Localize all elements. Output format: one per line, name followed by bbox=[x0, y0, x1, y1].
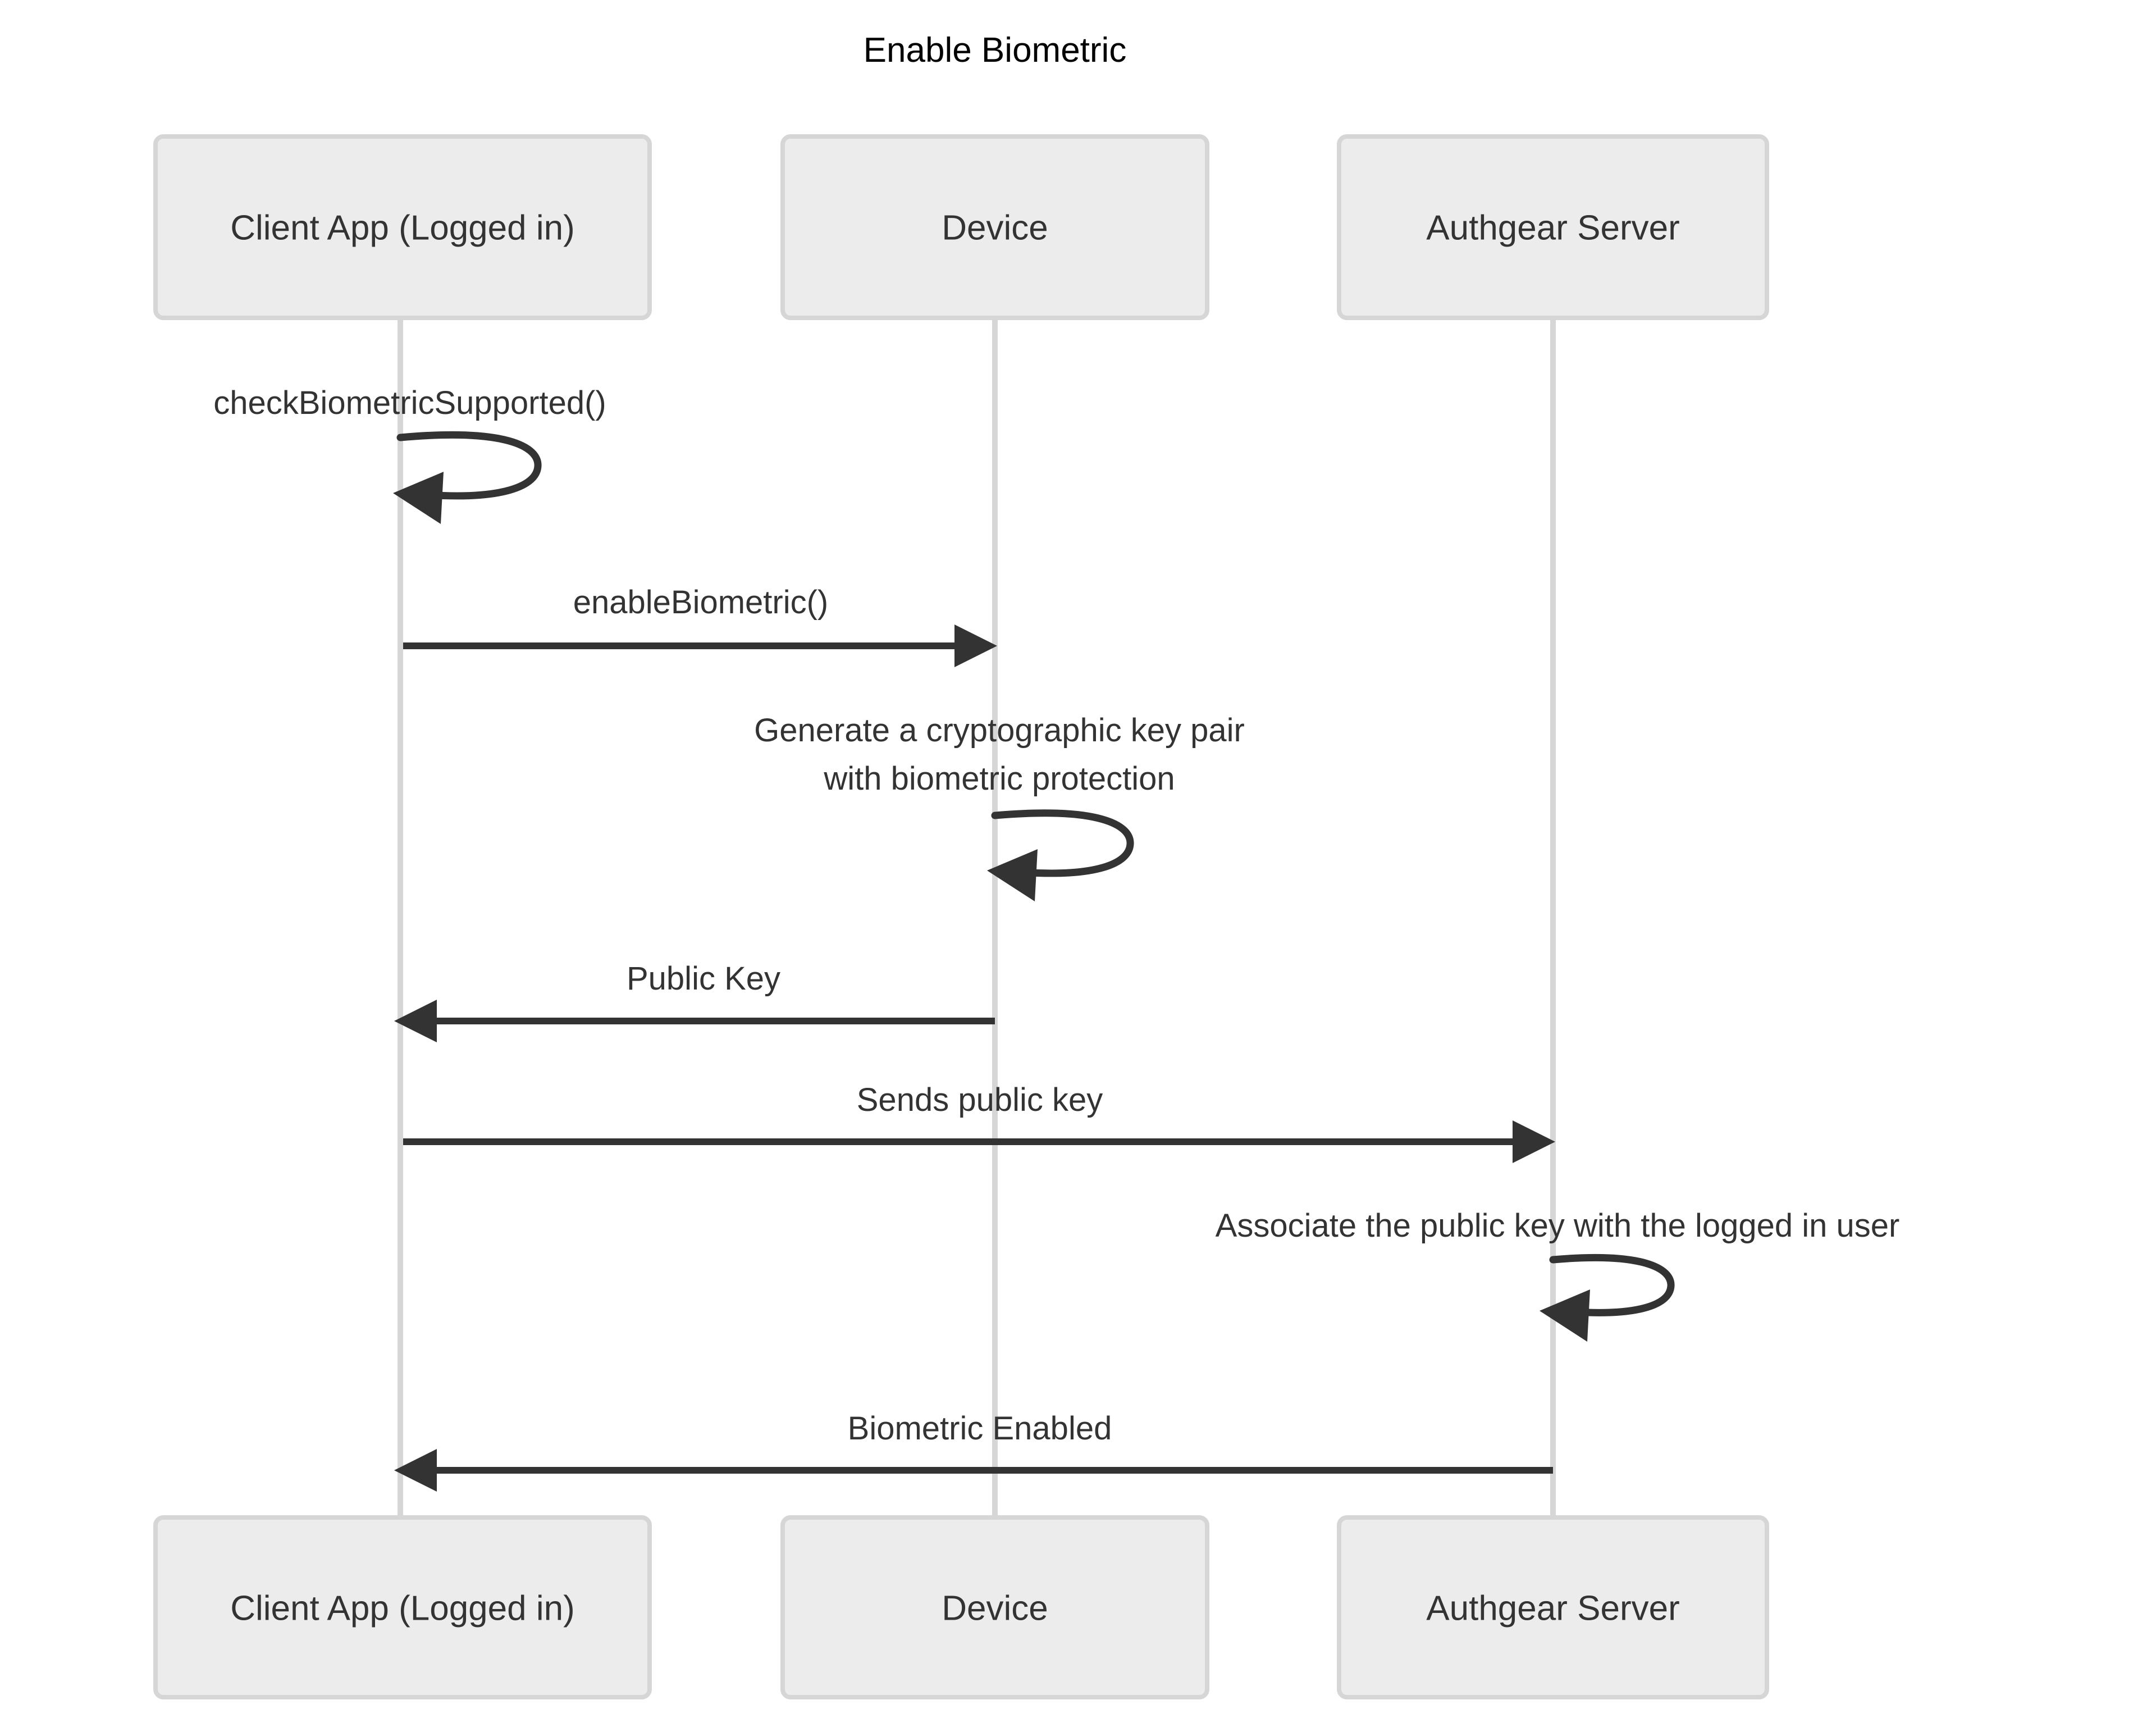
message-7-arrow-head bbox=[394, 1449, 437, 1492]
actor-header-device[interactable]: Device bbox=[780, 134, 1209, 320]
message-6-label: Associate the public key with the logged… bbox=[1216, 1207, 1900, 1244]
message-2-label: enableBiometric() bbox=[573, 584, 829, 621]
actor-label-device-top: Device bbox=[942, 208, 1048, 247]
message-3-arrow-head bbox=[987, 849, 1038, 901]
actor-footer-device[interactable]: Device bbox=[780, 1515, 1209, 1699]
actor-label-client-top: Client App (Logged in) bbox=[230, 208, 575, 247]
message-2-arrow-head bbox=[954, 625, 997, 667]
page-title: Enable Biometric bbox=[864, 31, 1127, 70]
actor-box-client-top[interactable] bbox=[153, 134, 652, 320]
actor-header-client[interactable]: Client App (Logged in) bbox=[153, 134, 652, 320]
actor-footer-server[interactable]: Authgear Server bbox=[1337, 1515, 1769, 1699]
message-5-label: Sends public key bbox=[857, 1082, 1103, 1118]
message-3-label-line2: with biometric protection bbox=[823, 760, 1175, 797]
actor-box-device-top[interactable] bbox=[780, 134, 1209, 320]
message-1-arrow-head bbox=[393, 472, 444, 524]
message-7-biometric-enabled[interactable]: Biometric Enabled bbox=[394, 1410, 1553, 1492]
actor-label-server-bottom: Authgear Server bbox=[1426, 1589, 1679, 1628]
message-5-arrow-head bbox=[1513, 1120, 1555, 1163]
actor-header-server[interactable]: Authgear Server bbox=[1337, 134, 1769, 320]
message-4-arrow-head bbox=[394, 1000, 437, 1042]
actor-box-device-bottom[interactable] bbox=[780, 1515, 1209, 1699]
actor-box-server-top[interactable] bbox=[1337, 134, 1769, 320]
message-4-public-key[interactable]: Public Key bbox=[394, 960, 995, 1042]
message-6-self-loop-path bbox=[1549, 1254, 1675, 1316]
message-3-label-line1: Generate a cryptographic key pair bbox=[754, 712, 1245, 749]
actor-box-client-bottom[interactable] bbox=[153, 1515, 652, 1699]
message-6-associate-public-key[interactable]: Associate the public key with the logged… bbox=[1216, 1207, 1900, 1342]
actor-label-client-bottom: Client App (Logged in) bbox=[230, 1589, 575, 1628]
message-5-sends-public-key[interactable]: Sends public key bbox=[403, 1082, 1555, 1163]
message-4-label: Public Key bbox=[627, 960, 780, 997]
message-2-enable-biometric[interactable]: enableBiometric() bbox=[403, 584, 997, 667]
message-6-arrow-head bbox=[1540, 1289, 1590, 1342]
message-1-self-loop-path bbox=[396, 431, 542, 500]
message-3-self-loop-path bbox=[991, 809, 1134, 877]
actor-label-device-bottom: Device bbox=[942, 1589, 1048, 1628]
message-1-label: checkBiometricSupported() bbox=[213, 385, 606, 421]
message-1-check-biometric-supported[interactable]: checkBiometricSupported() bbox=[213, 385, 606, 524]
actor-footer-client[interactable]: Client App (Logged in) bbox=[153, 1515, 652, 1699]
message-7-label: Biometric Enabled bbox=[848, 1410, 1112, 1447]
actor-label-server-top: Authgear Server bbox=[1426, 208, 1679, 247]
message-3-generate-key-pair[interactable]: Generate a cryptographic key pair with b… bbox=[754, 712, 1245, 901]
actor-box-server-bottom[interactable] bbox=[1337, 1515, 1769, 1699]
